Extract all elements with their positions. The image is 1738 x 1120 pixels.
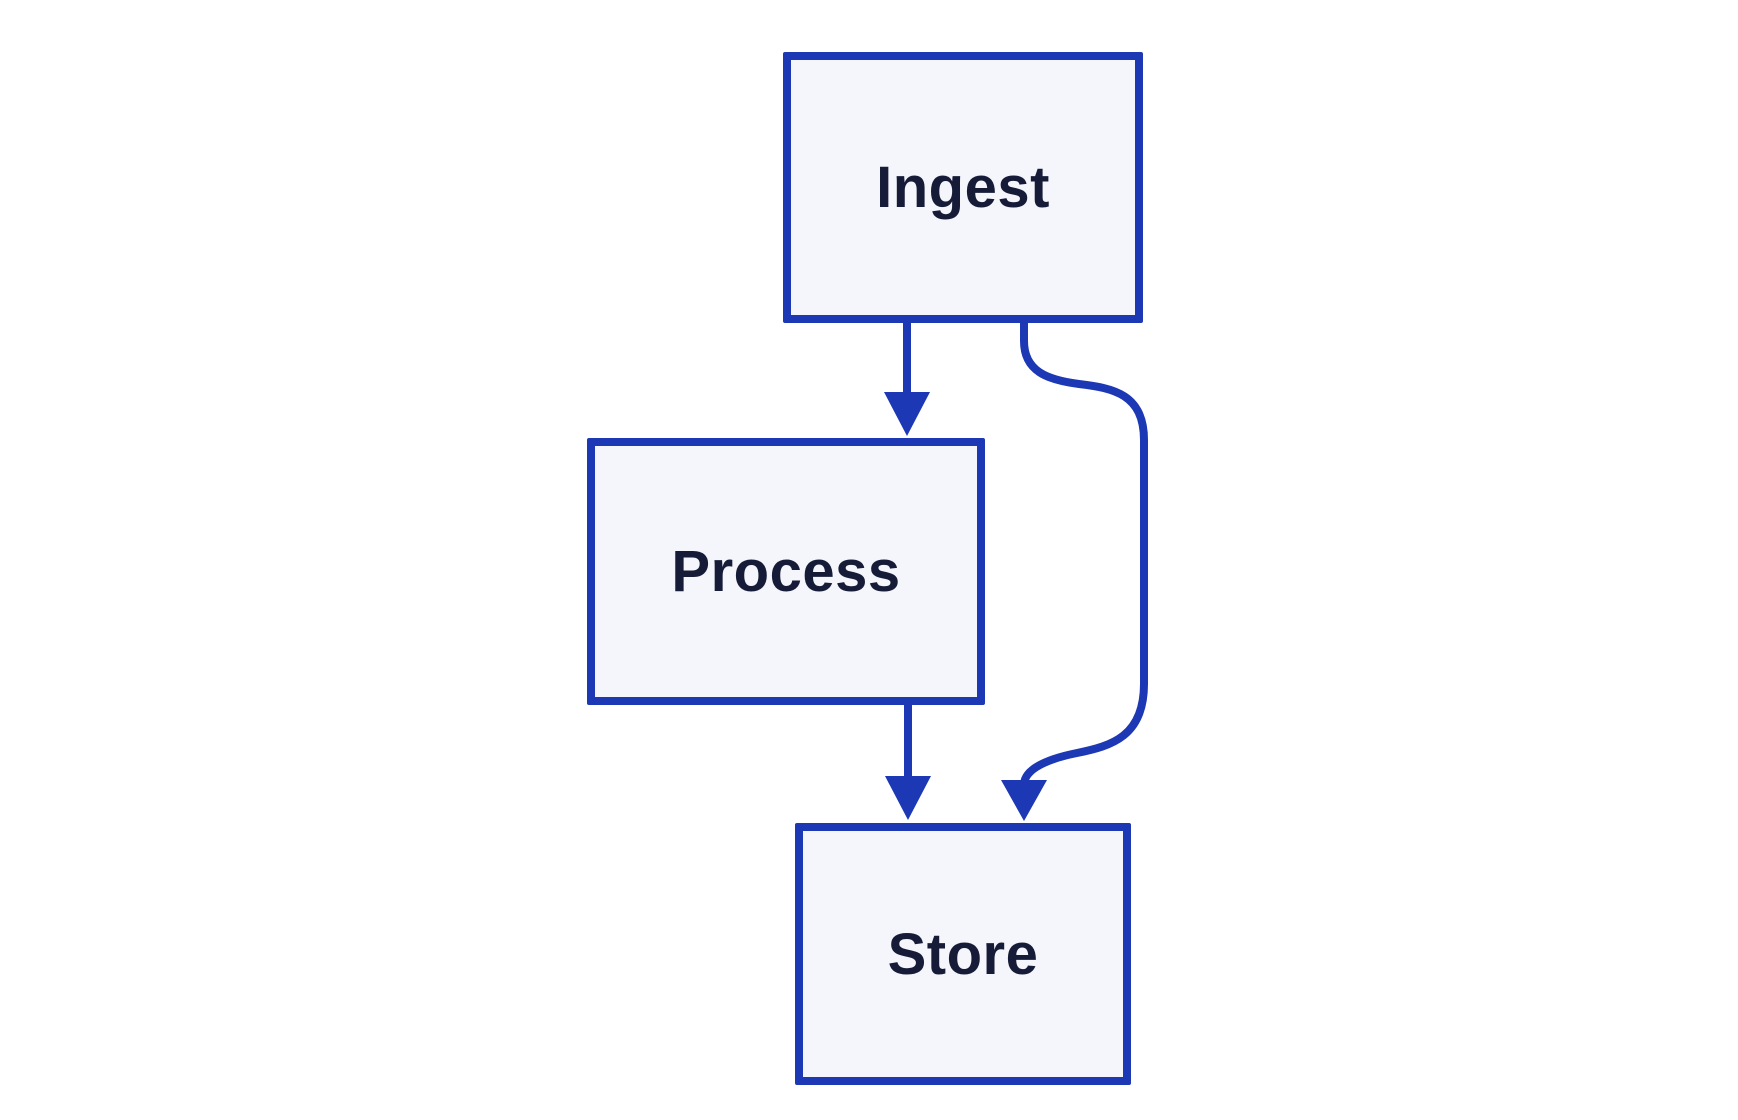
arrowhead-ingest-process bbox=[884, 392, 930, 436]
node-store: Store bbox=[795, 823, 1131, 1085]
edge-ingest-store bbox=[1020, 321, 1148, 785]
arrowhead-ingest-store bbox=[1001, 780, 1047, 821]
node-ingest: Ingest bbox=[783, 52, 1143, 323]
node-process: Process bbox=[587, 438, 985, 705]
arrowhead-process-store bbox=[885, 776, 931, 820]
node-process-label: Process bbox=[671, 539, 901, 604]
node-store-label: Store bbox=[887, 921, 1039, 987]
node-ingest-label: Ingest bbox=[876, 155, 1050, 220]
